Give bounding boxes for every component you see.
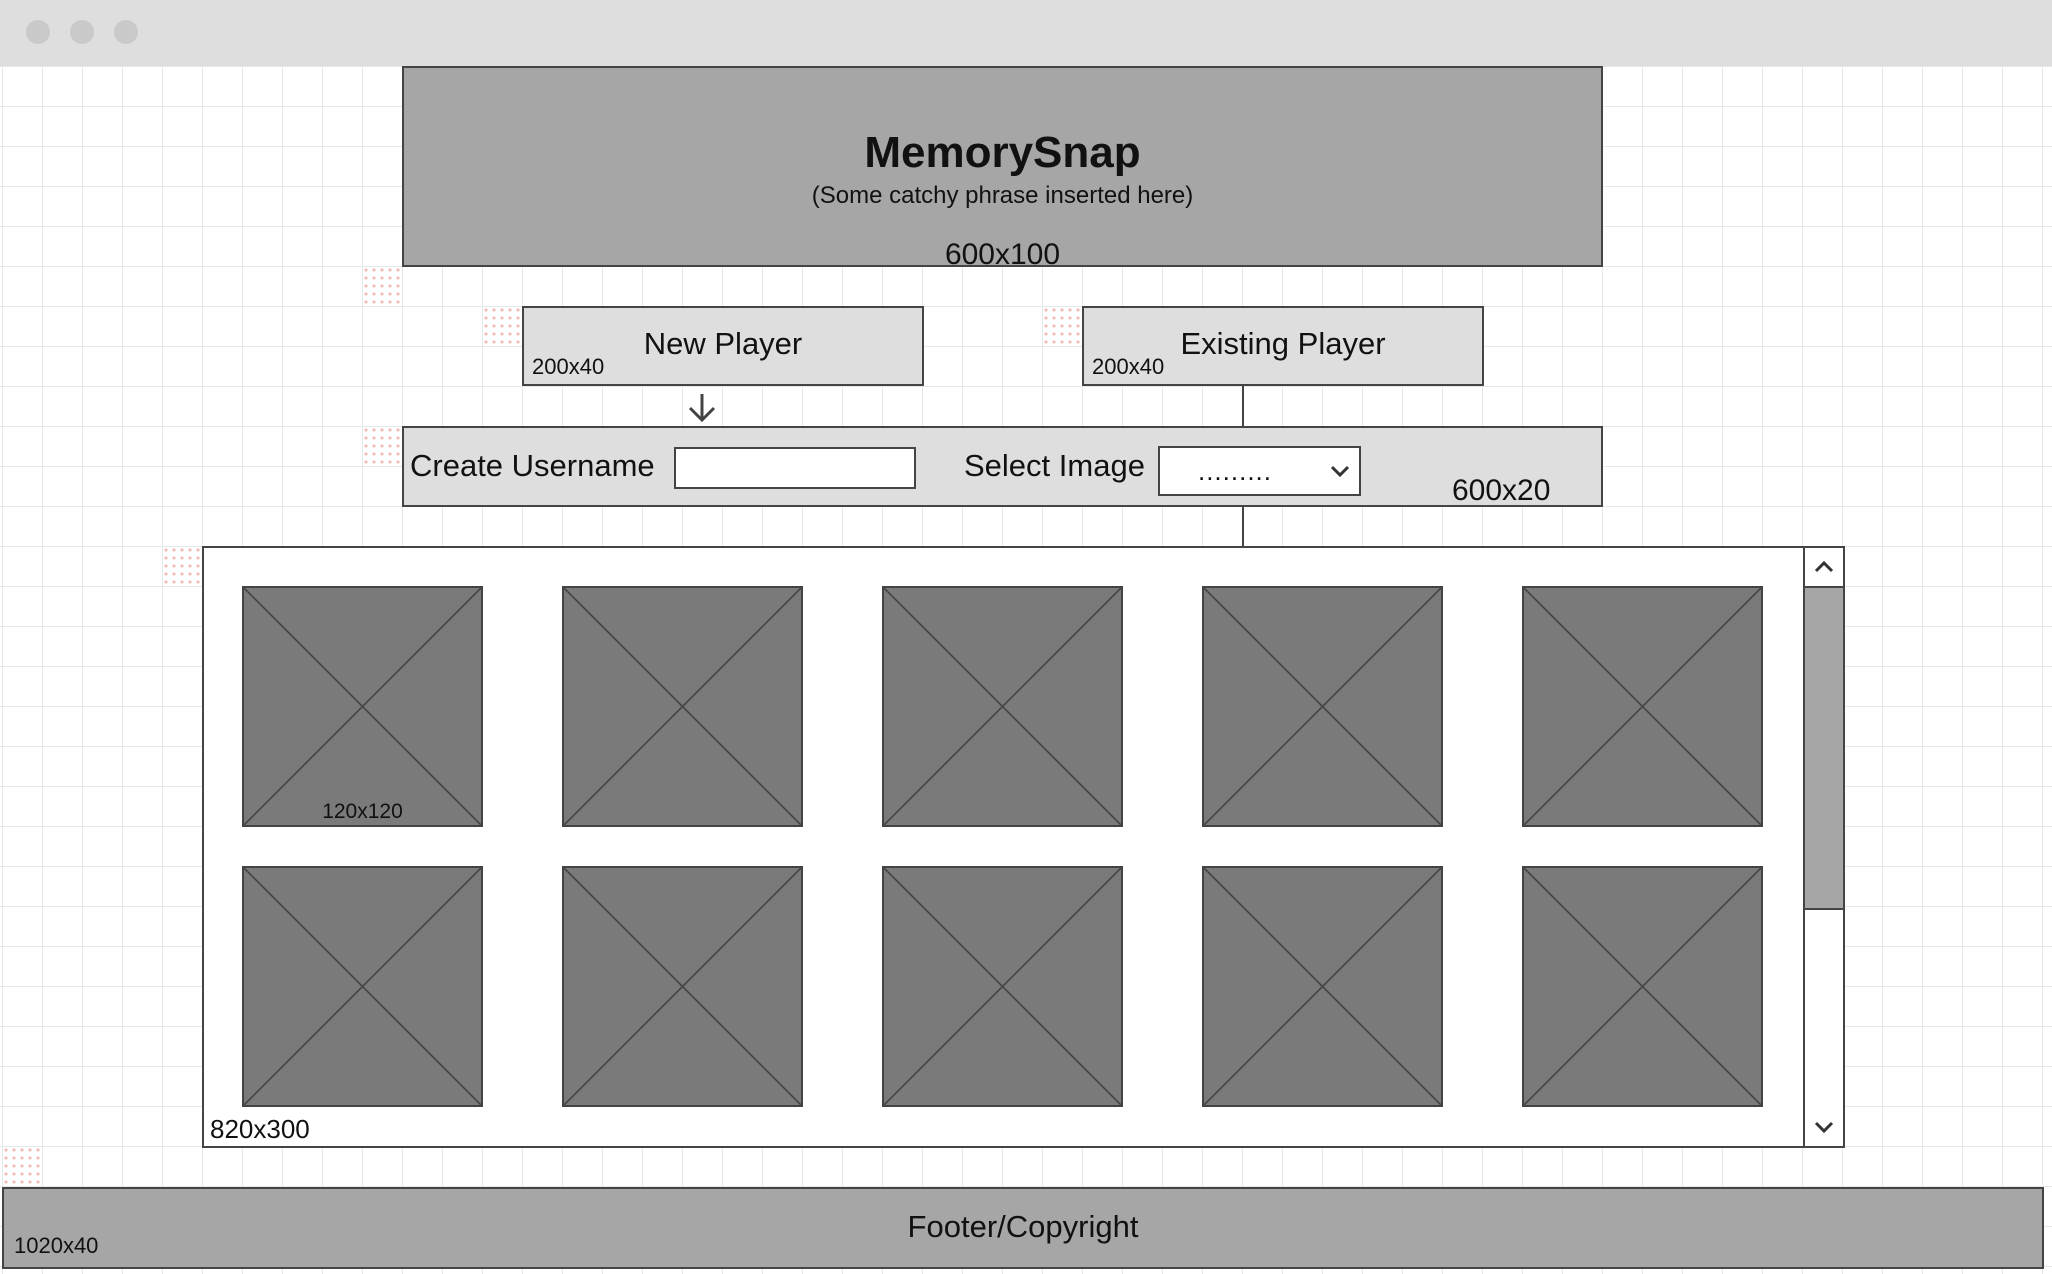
image-placeholder-tile[interactable]: [1522, 586, 1763, 827]
image-select-value: .........: [1197, 456, 1272, 486]
image-placeholder-icon: [244, 588, 481, 825]
footer-size-label: 1020x40: [14, 1233, 99, 1258]
margin-marker: [162, 546, 202, 586]
username-input[interactable]: [674, 447, 916, 489]
image-gallery: 120x120 820x300: [202, 546, 1805, 1148]
new-player-label: New Player: [643, 326, 803, 361]
window-titlebar: [0, 0, 2052, 67]
existing-player-size-label: 200x40: [1092, 354, 1165, 379]
app-title: MemorySnap: [864, 128, 1141, 177]
margin-marker: [362, 426, 402, 466]
image-placeholder-icon: [564, 588, 801, 825]
image-placeholder-tile[interactable]: [1202, 586, 1443, 827]
gallery-scrollbar[interactable]: [1803, 546, 1845, 1148]
scroll-up-button[interactable]: [1805, 548, 1843, 588]
footer: Footer/Copyright 1020x40: [2, 1187, 2044, 1269]
new-player-size-label: 200x40: [532, 354, 605, 379]
image-placeholder-icon: [884, 588, 1121, 825]
image-placeholder-tile[interactable]: [882, 866, 1123, 1107]
arrow-down-icon: [688, 394, 716, 423]
tile-size-label: 120x120: [322, 800, 403, 823]
margin-marker: [362, 266, 402, 306]
chevron-down-icon: [1814, 1121, 1834, 1134]
image-placeholder-icon: [1204, 868, 1441, 1105]
new-player-button[interactable]: New Player 200x40: [522, 306, 924, 386]
player-form: Create Username Select Image ......... 6…: [402, 426, 1603, 507]
image-placeholder-tile[interactable]: [242, 866, 483, 1107]
window-maximize-dot[interactable]: [114, 20, 138, 44]
image-placeholder-tile[interactable]: [882, 586, 1123, 827]
username-label: Create Username: [410, 448, 655, 483]
image-placeholder-tile[interactable]: [1522, 866, 1763, 1107]
scroll-down-button[interactable]: [1805, 1108, 1843, 1146]
existing-player-label: Existing Player: [1180, 326, 1386, 361]
existing-player-button[interactable]: Existing Player 200x40: [1082, 306, 1484, 386]
margin-marker: [482, 306, 522, 346]
image-placeholder-icon: [1524, 868, 1761, 1105]
footer-label: Footer/Copyright: [907, 1209, 1139, 1244]
image-placeholder-icon: [1524, 588, 1761, 825]
chevron-up-icon: [1814, 560, 1834, 573]
image-placeholder-tile[interactable]: [562, 866, 803, 1107]
window-close-dot[interactable]: [26, 20, 50, 44]
form-size-label: 600x20: [1452, 474, 1551, 507]
image-placeholder-icon: [564, 868, 801, 1105]
header-banner: MemorySnap (Some catchy phrase inserted …: [402, 66, 1603, 271]
gallery-size-label: 820x300: [210, 1114, 310, 1144]
image-select[interactable]: .........: [1158, 446, 1361, 496]
chevron-down-icon: [1330, 465, 1350, 478]
margin-marker: [1042, 306, 1082, 346]
header-size-label: 600x100: [944, 238, 1061, 271]
window-minimize-dot[interactable]: [70, 20, 94, 44]
app-subtitle: (Some catchy phrase inserted here): [811, 182, 1194, 209]
select-image-label: Select Image: [964, 448, 1145, 483]
margin-marker: [2, 1146, 42, 1186]
image-placeholder-tile[interactable]: [1202, 866, 1443, 1107]
image-placeholder-tile[interactable]: [562, 586, 803, 827]
connector-line: [1242, 386, 1244, 426]
connector-line: [1242, 507, 1244, 546]
image-placeholder-icon: [1204, 588, 1441, 825]
image-placeholder-icon: [884, 868, 1121, 1105]
scroll-thumb[interactable]: [1805, 588, 1843, 910]
image-placeholder-tile[interactable]: 120x120: [242, 586, 483, 827]
image-placeholder-icon: [244, 868, 481, 1105]
